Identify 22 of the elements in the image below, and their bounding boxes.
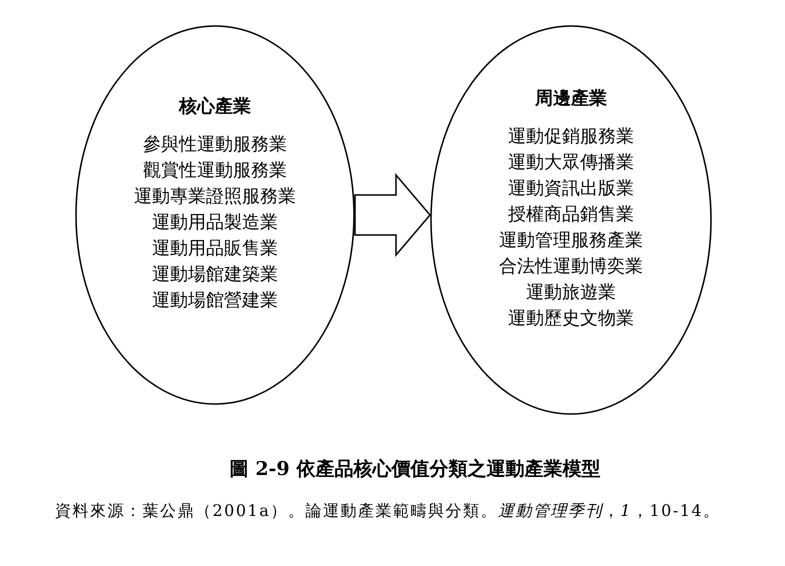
industry-item: 觀賞性運動服務業 — [143, 160, 287, 182]
industry-item: 運動專業證照服務業 — [134, 186, 296, 208]
industry-item: 運動促銷服務業 — [508, 126, 634, 148]
industry-item: 運動歷史文物業 — [508, 308, 634, 330]
industry-item: 運動大眾傳播業 — [508, 152, 634, 174]
category-heading: 周邊產業 — [535, 88, 607, 110]
industry-item: 運動場館營建業 — [152, 290, 278, 312]
industry-item: 運動用品販售業 — [152, 238, 278, 260]
source-note: 資料來源：葉公鼎（2001a）。論運動產業範疇與分類。運動管理季刊，1，10-14。 — [55, 500, 722, 522]
industry-item: 授權商品銷售業 — [508, 204, 634, 226]
block-arrow — [354, 172, 431, 258]
category-heading: 核心產業 — [179, 96, 251, 118]
industry-item: 參與性運動服務業 — [143, 134, 287, 156]
industry-item: 合法性運動博奕業 — [499, 256, 643, 278]
category-ellipse — [75, 25, 355, 405]
category-ellipse — [430, 25, 712, 415]
industry-item: 運動場館建築業 — [152, 264, 278, 286]
figure-caption: 圖 2-9 依產品核心價值分類之運動產業模型 — [228, 457, 602, 482]
industry-item: 運動用品製造業 — [152, 212, 278, 234]
industry-item: 運動管理服務產業 — [499, 230, 643, 252]
industry-item: 運動旅遊業 — [526, 282, 616, 304]
industry-item: 運動資訊出版業 — [508, 178, 634, 200]
